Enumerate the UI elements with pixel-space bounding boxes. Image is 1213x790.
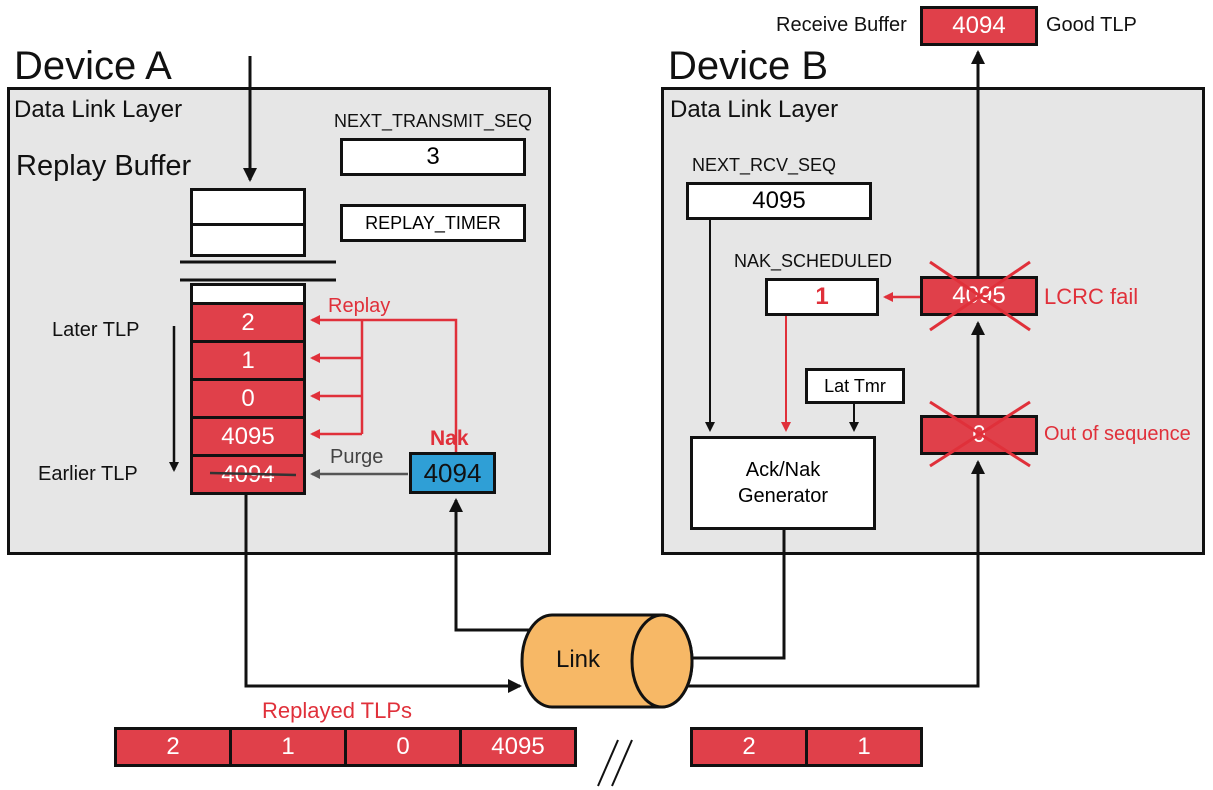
device-a-title: Device A: [14, 44, 172, 88]
replayed-tlp: 1: [229, 727, 347, 767]
replay-buffer-entry: 1: [190, 340, 306, 381]
replay-label: Replay: [328, 295, 391, 317]
later-tlp-label: Later TLP: [52, 319, 140, 341]
replay-buffer-entry: 4095: [190, 416, 306, 457]
replayed-tlp: 2: [114, 727, 232, 767]
device-b-title: Device B: [668, 44, 829, 88]
next-rcv-seq-label: NEXT_RCV_SEQ: [692, 155, 837, 175]
ack-nak-generator: Ack/Nak Generator: [690, 436, 876, 530]
lcrc-fail-label: LCRC fail: [1044, 284, 1139, 309]
replayed-tlps-label: Replayed TLPs: [262, 698, 413, 723]
next-rcv-seq-value: 4095: [686, 182, 872, 220]
nak-scheduled-label: NAK_SCHEDULED: [734, 251, 893, 271]
replayed-tlp: 4095: [459, 727, 577, 767]
replay-buffer-label: Replay Buffer: [16, 150, 192, 182]
good-tlp-label: Good TLP: [1046, 14, 1137, 36]
incoming-tlp: 1: [805, 727, 923, 767]
replay-buffer-slot: [190, 223, 306, 257]
replayed-tlp: 0: [344, 727, 462, 767]
purge-label: Purge: [330, 446, 384, 468]
next-transmit-seq-value: 3: [340, 138, 526, 176]
ack-nak-generator-label: Generator: [737, 485, 829, 507]
device-b-layer-label: Data Link Layer: [670, 96, 839, 123]
out-of-sequence-label: Out of sequence: [1044, 423, 1191, 445]
receive-buffer-label: Receive Buffer: [776, 14, 907, 36]
out-of-sequence-tlp: 0: [920, 415, 1038, 455]
incoming-tlp: 2: [690, 727, 808, 767]
nak-label: Nak: [430, 427, 469, 450]
device-a-layer-label: Data Link Layer: [14, 96, 183, 123]
link-label: Link: [556, 646, 601, 673]
ack-nak-generator-label: Ack/Nak: [745, 459, 821, 481]
earlier-tlp-label: Earlier TLP: [38, 463, 138, 485]
lat-timer: Lat Tmr: [805, 368, 905, 404]
nak-scheduled-value: 1: [765, 278, 879, 316]
link-cylinder: [520, 613, 694, 709]
next-transmit-seq-label: NEXT_TRANSMIT_SEQ: [334, 111, 533, 131]
replay-timer: REPLAY_TIMER: [340, 204, 526, 242]
nak-sequence-value: 4094: [409, 452, 496, 494]
receive-buffer-value: 4094: [920, 6, 1038, 46]
